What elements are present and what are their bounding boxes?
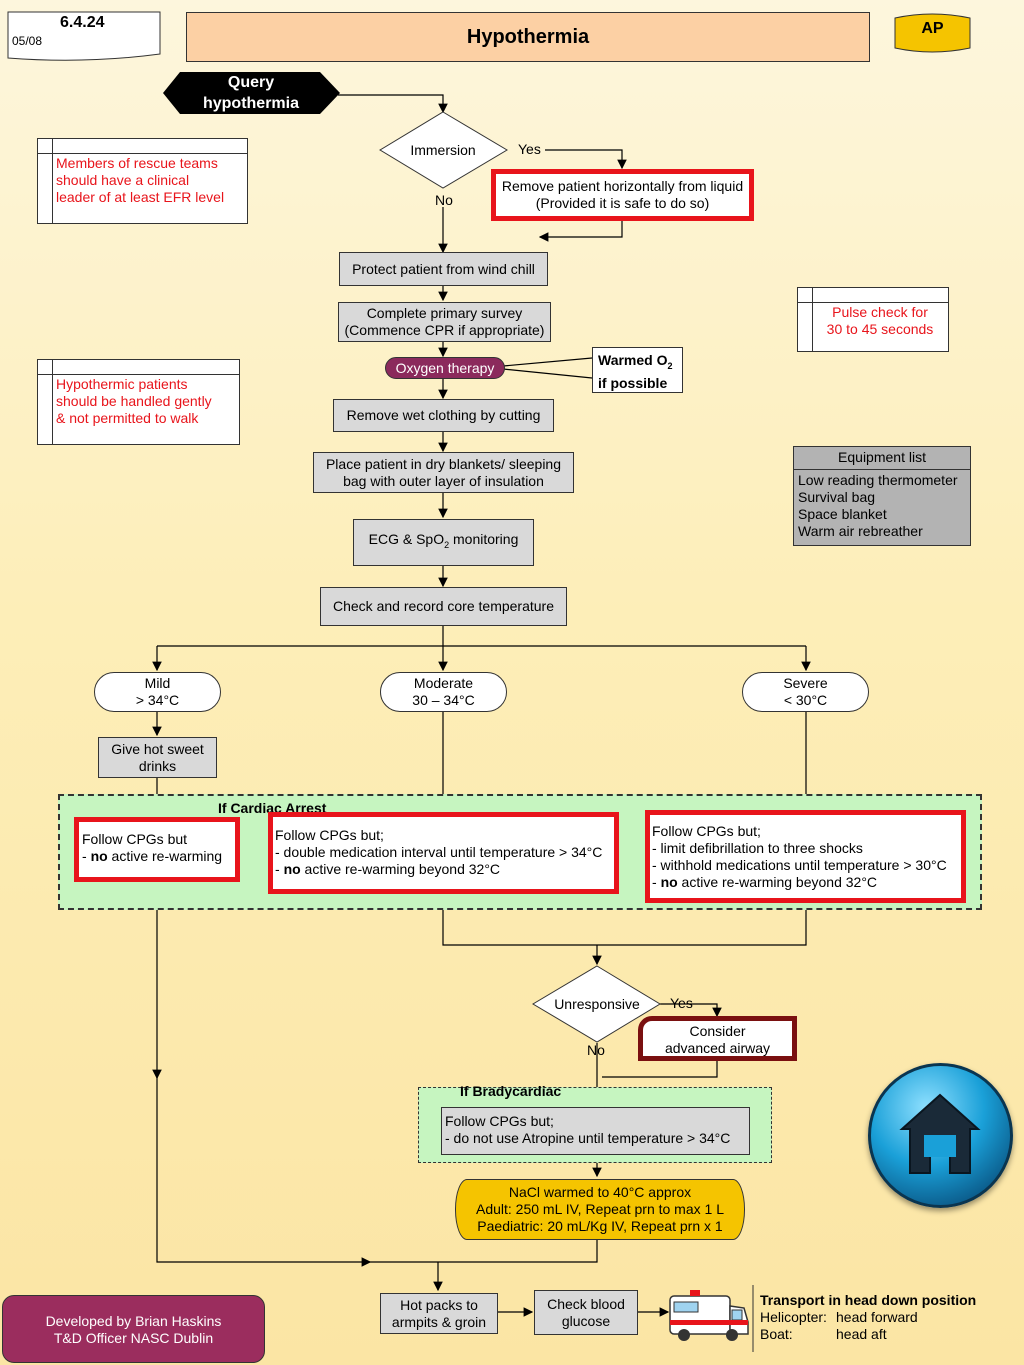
home-icon xyxy=(899,1093,981,1174)
step-primary-survey: Complete primary survey (Commence CPR if… xyxy=(338,302,551,342)
equipment-list: Equipment list Low reading thermometer S… xyxy=(793,446,971,546)
equipment-list-title: Equipment list xyxy=(794,447,970,470)
step-oxygen-therapy: Oxygen therapy xyxy=(385,357,505,379)
ap-badge: AP xyxy=(921,20,944,37)
home-button[interactable] xyxy=(868,1063,1013,1208)
step-wind-chill: Protect patient from wind chill xyxy=(339,252,548,286)
severity-mild: Mild> 34°C xyxy=(94,672,221,712)
nacl-warmed-fluids: NaCl warmed to 40°C approx Adult: 250 mL… xyxy=(455,1179,745,1240)
step-ecg-spo2-monitoring: ECG & SpO2 monitoring xyxy=(353,519,534,566)
cardiac-arrest-severe-box: Follow CPGs but; - limit defibrillation … xyxy=(645,810,966,903)
remove-from-liquid-box: Remove patient horizontally from liquid … xyxy=(491,169,754,221)
equipment-item: Warm air rebreather xyxy=(798,523,923,539)
protocol-number: 6.4.24 xyxy=(60,14,105,31)
equipment-item: Space blanket xyxy=(798,506,887,522)
decision-unresponsive: Unresponsive xyxy=(554,996,640,1012)
ap-flag-shape xyxy=(894,13,971,53)
equipment-item: Low reading thermometer xyxy=(798,472,958,488)
start-query-hypothermia: Query hypothermia xyxy=(202,74,299,112)
transport-instructions: Transport in head down position Helicopt… xyxy=(760,1292,1010,1343)
step-dry-blankets: Place patient in dry blankets/ sleeping … xyxy=(313,452,574,493)
page-title: Hypothermia xyxy=(186,12,870,62)
transport-title: Transport in head down position xyxy=(760,1292,977,1308)
unresponsive-yes-label: Yes xyxy=(670,995,693,1011)
note-warmed-o2: Warmed O2 if possible xyxy=(592,347,683,393)
step-remove-wet-clothing: Remove wet clothing by cutting xyxy=(333,399,554,432)
ambulance-icon xyxy=(669,1290,749,1341)
bradycardiac-box: Follow CPGs but; - do not use Atropine u… xyxy=(441,1107,750,1155)
unresponsive-no-label: No xyxy=(587,1042,605,1058)
note-handling: Hypothermic patients should be handled g… xyxy=(37,359,240,445)
note-pulse-check: Pulse check for 30 to 45 seconds xyxy=(797,287,949,352)
cardiac-arrest-mild-box: Follow CPGs but - no active re-warming xyxy=(74,817,240,882)
step-core-temperature: Check and record core temperature xyxy=(320,587,567,626)
severity-severe: Severe< 30°C xyxy=(742,672,869,712)
cardiac-arrest-moderate-box: Follow CPGs but; - double medication int… xyxy=(268,812,619,894)
consider-advanced-airway: Consider advanced airway xyxy=(638,1016,797,1061)
bradycardiac-label: If Bradycardiac xyxy=(460,1083,562,1099)
protocol-date: 05/08 xyxy=(12,34,43,48)
equipment-item: Survival bag xyxy=(798,489,876,505)
note-rescue-teams: Members of rescue teams should have a cl… xyxy=(37,138,248,224)
decision-immersion: Immersion xyxy=(410,142,476,158)
immersion-no-label: No xyxy=(435,192,453,208)
immersion-yes-label: Yes xyxy=(518,141,541,157)
developer-credit: Developed by Brian Haskins T&D Officer N… xyxy=(2,1295,265,1363)
